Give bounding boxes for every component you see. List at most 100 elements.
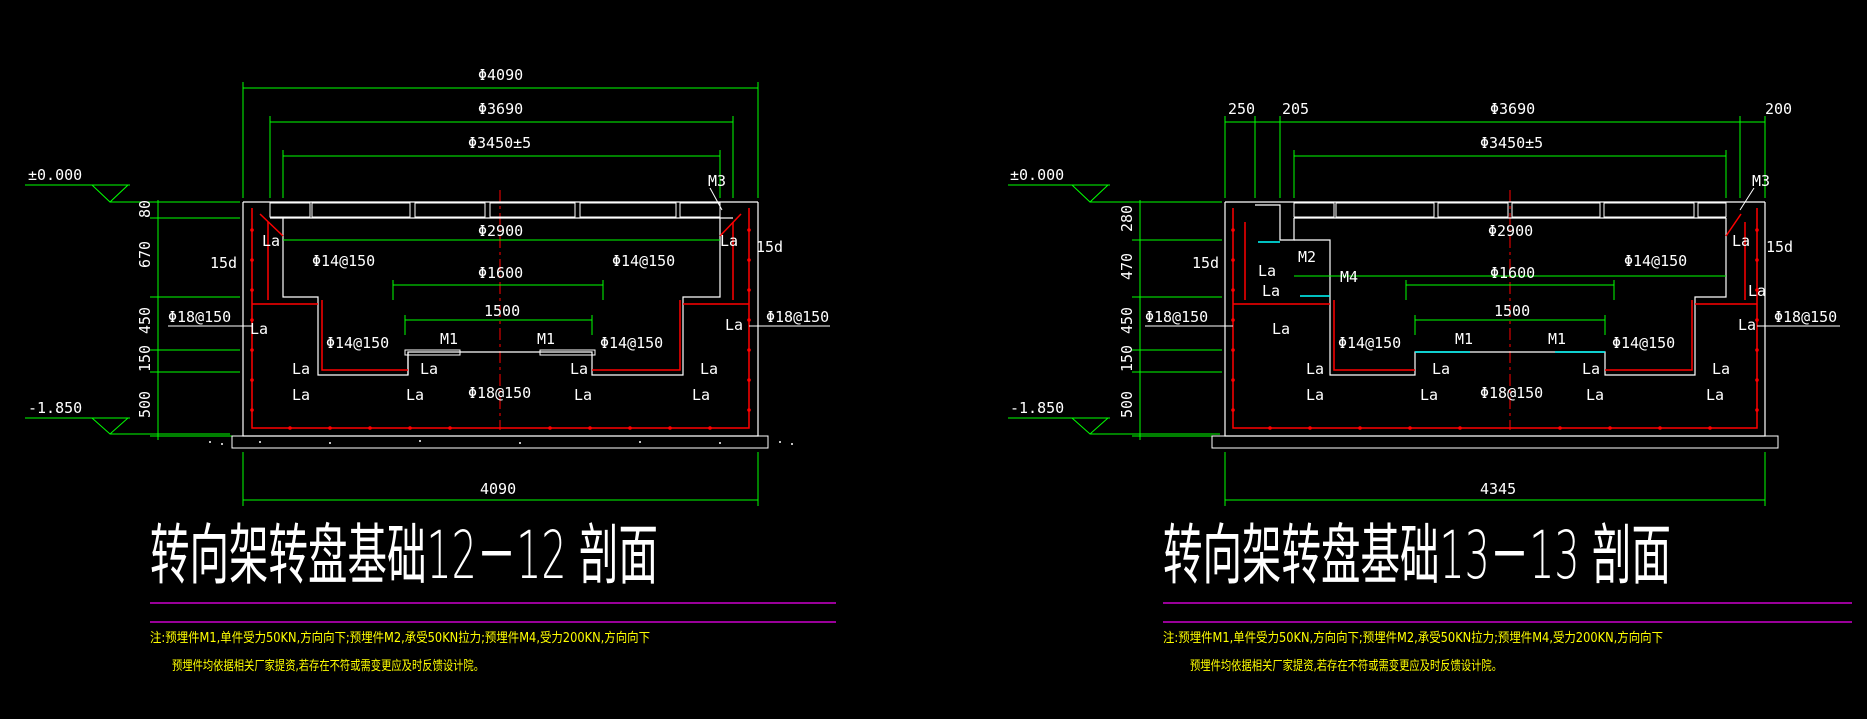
section-13-13: ±0.000 -1.850 280 470 450 150 500 bbox=[1008, 100, 1852, 674]
vdim-470: 470 bbox=[1118, 253, 1136, 280]
hook-right: 15d bbox=[1766, 238, 1793, 256]
label-m4: M4 bbox=[1340, 268, 1358, 286]
base-slab bbox=[1211, 435, 1779, 449]
label-m3: M3 bbox=[708, 172, 726, 190]
hook-left: 15d bbox=[210, 254, 237, 272]
rebar-cage bbox=[1232, 208, 1758, 429]
rebar-dots bbox=[250, 228, 751, 430]
elevation-bottom-marker bbox=[25, 417, 230, 435]
m3-leader bbox=[1739, 187, 1755, 211]
section-title: 转向架转盘基础13－13 剖面 bbox=[1163, 517, 1671, 594]
dim-inner-diameter: Φ3450±5 bbox=[468, 134, 531, 152]
dim-205: 205 bbox=[1282, 100, 1309, 118]
vdim-500: 500 bbox=[1118, 391, 1136, 418]
dim-1600: Φ1600 bbox=[1490, 264, 1535, 282]
la-10: La bbox=[406, 386, 424, 404]
la-4: La bbox=[1732, 232, 1750, 250]
vertical-dimension-chain bbox=[1132, 200, 1222, 440]
dim-1500: 1500 bbox=[1494, 302, 1530, 320]
dim-bottom: 4090 bbox=[480, 480, 516, 498]
la-14: La bbox=[1586, 386, 1604, 404]
la-2: La bbox=[1262, 282, 1280, 300]
top-dimension-lines bbox=[242, 82, 759, 198]
dim-2900: Φ2900 bbox=[1488, 222, 1533, 240]
la-2: La bbox=[720, 232, 738, 250]
inner-dimension-lines bbox=[1294, 275, 1726, 335]
elevation-top-label: ±0.000 bbox=[28, 166, 82, 184]
section-title: 转向架转盘基础12－12 剖面 bbox=[150, 517, 658, 594]
la-8: La bbox=[1306, 386, 1324, 404]
la-3: La bbox=[1272, 320, 1290, 338]
elevation-top-label: ±0.000 bbox=[1010, 166, 1064, 184]
la-3: La bbox=[250, 320, 268, 338]
elevation-bottom-marker bbox=[1008, 417, 1220, 435]
rebar-mid-left: Φ14@150 bbox=[1338, 334, 1401, 352]
la-11: La bbox=[1432, 360, 1450, 378]
la-5: La bbox=[1748, 282, 1766, 300]
vertical-dimension-chain bbox=[150, 200, 240, 440]
elevation-bottom-label: -1.850 bbox=[28, 399, 82, 417]
m3-leader bbox=[709, 187, 723, 211]
la-4: La bbox=[725, 316, 743, 334]
vdim-450: 450 bbox=[136, 307, 154, 334]
hook-right: 15d bbox=[756, 238, 783, 256]
elevation-top-marker bbox=[25, 184, 230, 203]
note-line-2: 预埋件均依据相关厂家提资,若存在不符或需变更应及时反馈设计院。 bbox=[172, 658, 484, 674]
dim-mid-diameter: Φ3690 bbox=[1490, 100, 1535, 118]
dim-1600: Φ1600 bbox=[478, 264, 523, 282]
label-m3: M3 bbox=[1752, 172, 1770, 190]
dim-1500: 1500 bbox=[484, 302, 520, 320]
vdim-150: 150 bbox=[1118, 345, 1136, 372]
embedded-plates-m1 bbox=[404, 349, 596, 356]
section-12-12: ±0.000 -1.850 80 670 450 150 500 bbox=[25, 66, 836, 674]
vdim-500: 500 bbox=[136, 391, 154, 418]
vdim-450: 450 bbox=[1118, 307, 1136, 334]
vdim-150: 150 bbox=[136, 345, 154, 372]
rebar-top-right: Φ14@150 bbox=[1624, 252, 1687, 270]
dim-2900: Φ2900 bbox=[478, 222, 523, 240]
rebar-left-ext: Φ18@150 bbox=[1145, 308, 1208, 326]
label-m2: M2 bbox=[1298, 248, 1316, 266]
la-7: La bbox=[1306, 360, 1324, 378]
la-9: La bbox=[420, 360, 438, 378]
note-line-2: 预埋件均依据相关厂家提资,若存在不符或需变更应及时反馈设计院。 bbox=[1190, 658, 1502, 674]
vdim-280: 280 bbox=[1118, 205, 1136, 232]
vdim-80: 80 bbox=[136, 200, 154, 218]
hook-left: 15d bbox=[1192, 254, 1219, 272]
dim-mid-diameter: Φ3690 bbox=[478, 100, 523, 118]
base-slab bbox=[231, 435, 769, 449]
la-1: La bbox=[262, 232, 280, 250]
la-9: La bbox=[1712, 360, 1730, 378]
rebar-top-left: Φ14@150 bbox=[312, 252, 375, 270]
rebar-top-right: Φ14@150 bbox=[612, 252, 675, 270]
bottom-dimension bbox=[242, 452, 759, 506]
label-m1-right: M1 bbox=[1548, 330, 1566, 348]
la-12: La bbox=[1420, 386, 1438, 404]
rebar-bottom: Φ18@150 bbox=[468, 384, 531, 402]
dim-250: 250 bbox=[1228, 100, 1255, 118]
la-12: La bbox=[574, 386, 592, 404]
note-line-1: 注:预埋件M1,单件受力50KN,方向向下;预埋件M2,承受50KN拉力;预埋件… bbox=[1163, 630, 1663, 646]
la-6: La bbox=[1738, 316, 1756, 334]
rebar-mid-left: Φ14@150 bbox=[326, 334, 389, 352]
rebar-mid-right: Φ14@150 bbox=[600, 334, 663, 352]
la-1: La bbox=[1258, 262, 1276, 280]
top-rail-segments bbox=[1293, 202, 1727, 218]
la-6: La bbox=[292, 386, 310, 404]
top-dimension-lines bbox=[1224, 116, 1766, 198]
elevation-top-marker bbox=[1008, 184, 1220, 203]
dim-outer-diameter: Φ4090 bbox=[478, 66, 523, 84]
rebar-dots bbox=[1231, 228, 1759, 430]
dim-inner-diameter: Φ3450±5 bbox=[1480, 134, 1543, 152]
label-m1-left: M1 bbox=[1455, 330, 1473, 348]
bottom-dimension bbox=[1224, 452, 1766, 506]
embedded-plates-cyan bbox=[1258, 241, 1605, 353]
dim-bottom: 4345 bbox=[1480, 480, 1516, 498]
rebar-right-ext: Φ18@150 bbox=[766, 308, 829, 326]
la-8: La bbox=[692, 386, 710, 404]
gravel-hatch bbox=[209, 440, 793, 445]
elevation-bottom-label: -1.850 bbox=[1010, 399, 1064, 417]
dim-200: 200 bbox=[1765, 100, 1792, 118]
rebar-left-ext: Φ18@150 bbox=[168, 308, 231, 326]
